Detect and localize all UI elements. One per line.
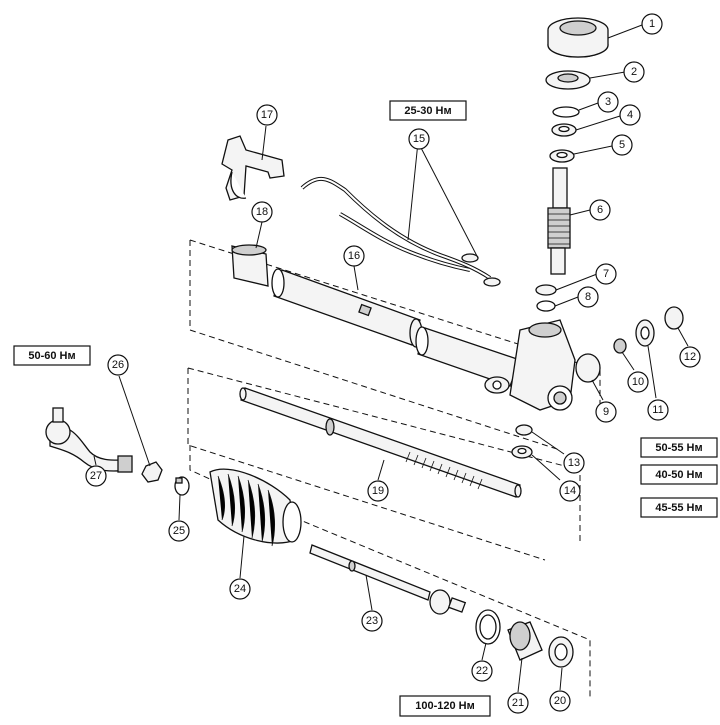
part-21-housing-end: [507, 621, 543, 661]
callout-17: 17: [256, 104, 278, 126]
part-8-bushing: [536, 300, 556, 312]
callout-3: 3: [597, 91, 619, 113]
callout-19: 19: [367, 480, 389, 502]
part-16-housing-tube: [271, 268, 423, 348]
part-11-adjuster-nut: [635, 319, 655, 347]
callout-22: 22: [471, 660, 493, 682]
callout-12: 12: [679, 346, 701, 368]
callout-13-label: 13: [568, 457, 580, 469]
callout-6-label: 6: [597, 204, 603, 216]
leader-lines: [93, 24, 689, 693]
callout-7-label: 7: [603, 268, 609, 280]
callout-16: 16: [343, 245, 365, 267]
part-26-lock-nut: [141, 461, 163, 483]
callout-20: 20: [549, 690, 571, 712]
part-12-plug: [664, 306, 684, 330]
callout-4: 4: [619, 104, 641, 126]
callout-5: 5: [611, 134, 633, 156]
callout-27-label: 27: [90, 470, 102, 482]
torque-label-40-50: 40-50 Нм: [640, 464, 718, 485]
part-7-bearing: [535, 284, 557, 296]
callout-6: 6: [589, 199, 611, 221]
torque-label-50-55: 50-55 Нм: [640, 437, 718, 458]
part-2-cover: [545, 70, 591, 90]
torque-label-50-60-text: 50-60 Нм: [28, 350, 75, 362]
part-1-upper-seal: [547, 17, 609, 58]
part-10-spring: [613, 338, 627, 354]
torque-label-45-55: 45-55 Нм: [640, 497, 718, 518]
callout-27: 27: [85, 465, 107, 487]
callout-16-label: 16: [348, 250, 360, 262]
callout-11-label: 11: [652, 404, 663, 416]
callout-1: 1: [641, 13, 663, 35]
callout-14-label: 14: [564, 485, 576, 497]
part-4-washer: [551, 123, 577, 137]
callout-21-label: 21: [512, 697, 524, 709]
callout-3-label: 3: [605, 96, 611, 108]
torque-label-40-50-text: 40-50 Нм: [655, 469, 702, 481]
callout-24-label: 24: [234, 583, 246, 595]
callout-24: 24: [229, 578, 251, 600]
part-14-lock-nut: [511, 445, 533, 459]
callout-10: 10: [627, 371, 649, 393]
rack-housing-main: [415, 319, 576, 411]
callout-14: 14: [559, 480, 581, 502]
part-18-rubber-bushing: [231, 244, 269, 287]
part-13-nut: [515, 424, 533, 436]
torque-label-25-30: 25-30 Нм: [389, 100, 467, 121]
callout-18-label: 18: [256, 206, 268, 218]
part-15-hydraulic-lines: [300, 176, 501, 287]
callout-26: 26: [107, 354, 129, 376]
part-27-tie-rod-end: [45, 407, 133, 473]
callout-19-label: 19: [372, 485, 384, 497]
part-9-yoke: [575, 353, 601, 383]
torque-label-50-55-text: 50-55 Нм: [655, 442, 702, 454]
callout-10-label: 10: [632, 376, 644, 388]
callout-7: 7: [595, 263, 617, 285]
part-25-clamp: [174, 476, 190, 496]
callout-25-label: 25: [173, 525, 185, 537]
callout-15: 15: [408, 128, 430, 150]
torque-label-100-120: 100-120 Нм: [399, 695, 491, 717]
callout-2: 2: [623, 61, 645, 83]
callout-13: 13: [563, 452, 585, 474]
part-17-mounting-bracket: [221, 135, 285, 201]
part-3-circlip: [552, 106, 580, 118]
callout-23-label: 23: [366, 615, 378, 627]
callout-25: 25: [168, 520, 190, 542]
callout-21: 21: [507, 692, 529, 714]
part-20-seal: [548, 636, 574, 668]
torque-label-45-55-text: 45-55 Нм: [655, 502, 702, 514]
callout-18: 18: [251, 201, 273, 223]
callout-12-label: 12: [684, 351, 696, 363]
callout-2-label: 2: [631, 66, 637, 78]
callout-9-label: 9: [603, 406, 609, 418]
callout-23: 23: [361, 610, 383, 632]
part-6-pinion-shaft: [547, 167, 571, 275]
torque-label-50-60: 50-60 Нм: [13, 345, 91, 366]
part-5-seal-ring: [549, 149, 575, 163]
callout-11: 11: [647, 399, 669, 421]
callout-8-label: 8: [585, 291, 591, 303]
part-24-bellows-boot: [209, 468, 302, 547]
callout-4-label: 4: [627, 109, 633, 121]
callout-5-label: 5: [619, 139, 625, 151]
part-19-rack: [239, 387, 522, 498]
callout-9: 9: [595, 401, 617, 423]
torque-label-25-30-text: 25-30 Нм: [404, 105, 451, 117]
callout-15-label: 15: [413, 133, 425, 145]
part-22-clamp-ring: [475, 609, 501, 645]
callout-17-label: 17: [261, 109, 273, 121]
part-23-inner-tie-rod: [309, 544, 467, 615]
torque-label-100-120-text: 100-120 Нм: [415, 700, 475, 712]
callout-20-label: 20: [554, 695, 566, 707]
callout-8: 8: [577, 286, 599, 308]
callout-22-label: 22: [476, 665, 488, 677]
callout-1-label: 1: [649, 18, 655, 30]
callout-26-label: 26: [112, 359, 124, 371]
